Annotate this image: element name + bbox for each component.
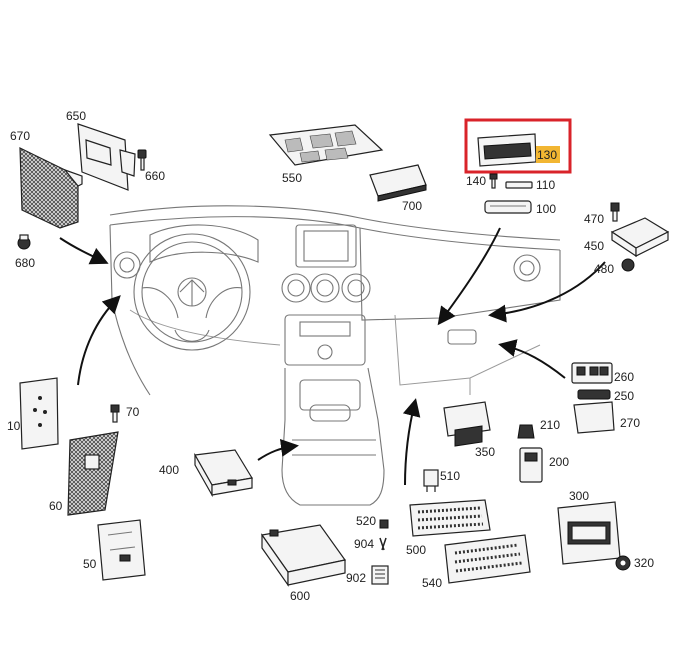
callout-500: 500 [406, 543, 426, 557]
callout-650: 650 [66, 109, 86, 123]
callout-210: 210 [540, 418, 560, 432]
part-110 [505, 181, 533, 189]
part-130 [477, 133, 537, 167]
arrow-400-to-console [257, 438, 299, 461]
callout-130: 130 [537, 148, 557, 162]
callout-470: 470 [584, 212, 604, 226]
part-670 [19, 147, 83, 229]
callout-60: 60 [49, 499, 63, 513]
callout-480: 480 [594, 262, 614, 276]
pointer-arrows [59, 227, 606, 486]
part-480 [621, 258, 635, 272]
callout-140: 140 [466, 174, 486, 188]
callout-550: 550 [282, 171, 302, 185]
callout-70: 70 [126, 405, 140, 419]
part-680 [17, 234, 31, 250]
callout-270: 270 [620, 416, 640, 430]
callout-680: 680 [15, 256, 35, 270]
callout-labels: 670 650 660 680 550 700 130 140 110 100 … [7, 109, 654, 603]
arrow-670-to-dash [59, 237, 109, 265]
part-450 [610, 217, 670, 258]
part-550 [268, 124, 384, 166]
arrow-100-to-dash [437, 227, 501, 326]
callout-700: 700 [402, 199, 422, 213]
callout-600: 600 [290, 589, 310, 603]
part-350 [443, 401, 491, 447]
callout-50: 50 [83, 557, 97, 571]
part-904 [379, 537, 387, 551]
part-540 [444, 534, 531, 584]
part-700 [369, 164, 427, 202]
callout-902: 902 [346, 571, 366, 585]
part-300 [557, 501, 621, 565]
callout-670: 670 [10, 129, 30, 143]
callout-300: 300 [569, 489, 589, 503]
part-500 [409, 499, 491, 537]
arrow-10-to-dash [77, 295, 121, 386]
part-70 [110, 404, 120, 423]
part-650 [77, 123, 136, 191]
callout-350: 350 [475, 445, 495, 459]
part-660 [137, 149, 147, 171]
callout-200: 200 [549, 455, 569, 469]
part-510 [423, 469, 439, 492]
highlight-frame-130 [464, 118, 572, 174]
callout-660: 660 [145, 169, 165, 183]
part-210 [517, 424, 535, 439]
part-140 [489, 173, 498, 189]
callout-540: 540 [422, 576, 442, 590]
part-902 [371, 565, 389, 585]
part-60 [67, 431, 119, 516]
callout-110: 110 [536, 178, 555, 192]
part-50 [97, 519, 146, 581]
arrow-450-to-dash [488, 261, 606, 323]
part-270 [573, 401, 615, 434]
callout-100: 100 [536, 202, 556, 216]
part-200 [519, 447, 543, 483]
callout-450: 450 [584, 239, 604, 253]
callout-250: 250 [614, 389, 634, 403]
part-100 [484, 200, 532, 214]
part-10 [19, 377, 59, 450]
callout-510: 510 [440, 469, 460, 483]
part-470 [610, 202, 620, 222]
part-260 [571, 362, 613, 384]
part-520 [379, 519, 389, 529]
callout-10: 10 [7, 419, 21, 433]
highlight-tag [536, 146, 560, 163]
callout-520: 520 [356, 514, 376, 528]
callout-260: 260 [614, 370, 634, 384]
callout-904: 904 [354, 537, 374, 551]
callout-320: 320 [634, 556, 654, 570]
part-250 [577, 389, 611, 400]
part-600 [260, 524, 347, 587]
part-320 [615, 555, 631, 571]
arrow-260-to-dash [498, 339, 566, 379]
dashboard-outline [109, 205, 561, 506]
part-400 [194, 449, 253, 498]
callout-400: 400 [159, 463, 179, 477]
arrow-500-to-console [402, 398, 421, 486]
